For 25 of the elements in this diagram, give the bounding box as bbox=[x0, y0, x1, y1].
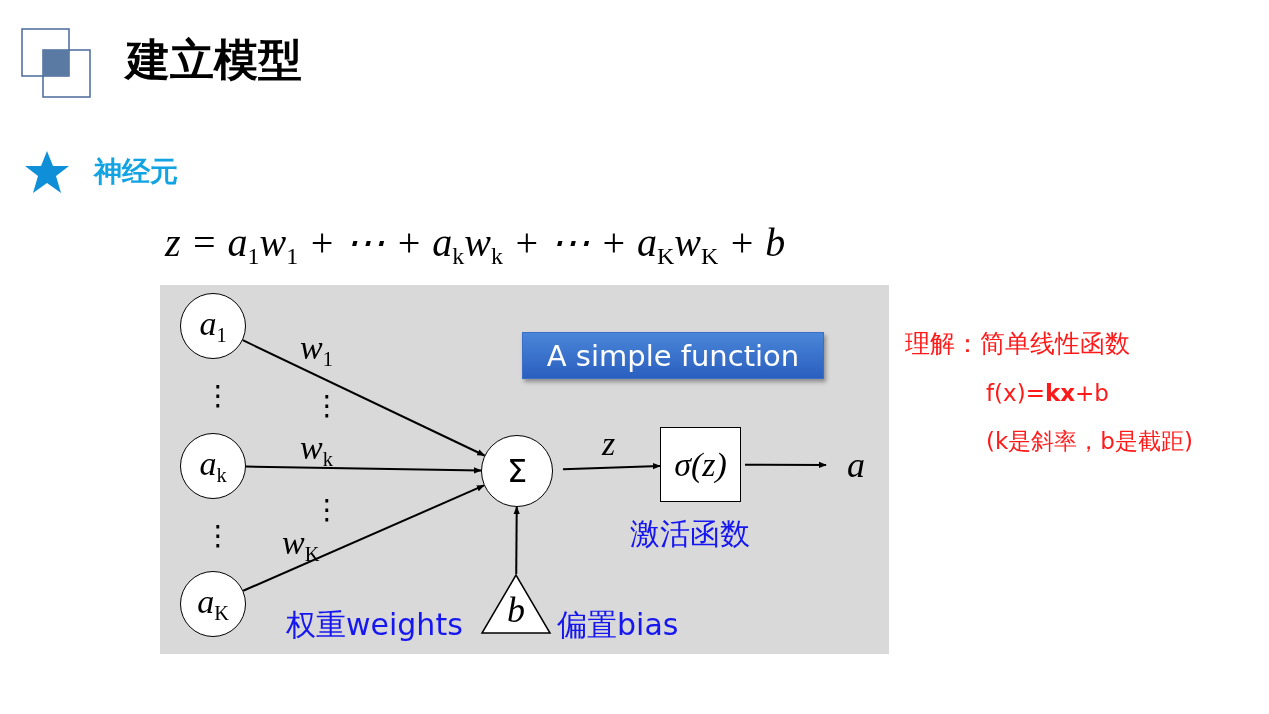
activation-label: 激活函数 bbox=[630, 515, 751, 553]
note-text: 理解：简单线性函数 bbox=[905, 328, 1131, 360]
edge-label: z bbox=[602, 424, 617, 464]
ellipsis-dots: ⋮ bbox=[204, 518, 228, 554]
arrow bbox=[561, 463, 661, 471]
formula: z = a$_{1}$w$_{1}$ + ⋯ + a$_{k}$w$_{k}$ + ⋯ + a$_{K}$w$_{K}$ + b bbox=[165, 219, 787, 271]
function-banner: A simple function bbox=[522, 332, 824, 379]
edge-label: w$_{k}$ bbox=[300, 428, 334, 471]
bias-node: b bbox=[481, 574, 551, 634]
arrow bbox=[245, 465, 482, 474]
ellipsis-dots: ⋮ bbox=[313, 388, 337, 424]
bias-label: 偏置bias bbox=[557, 606, 680, 644]
arrow bbox=[513, 506, 520, 575]
ellipsis-dots: ⋮ bbox=[204, 378, 228, 414]
output-label: a bbox=[838, 443, 874, 487]
section-heading: 神经元 bbox=[94, 154, 179, 190]
note-text: (k是斜率，b是截距) bbox=[986, 427, 1194, 456]
edge-label: w$_{1}$ bbox=[300, 328, 334, 371]
activation-box: σ(z) bbox=[660, 427, 741, 502]
note-text: f(x)=kx+b bbox=[986, 379, 1110, 408]
arrow bbox=[744, 461, 827, 469]
arrow bbox=[242, 484, 485, 592]
weights-label: 权重weights bbox=[286, 606, 464, 644]
arrow bbox=[241, 339, 486, 457]
page-title: 建立模型 bbox=[126, 33, 303, 87]
